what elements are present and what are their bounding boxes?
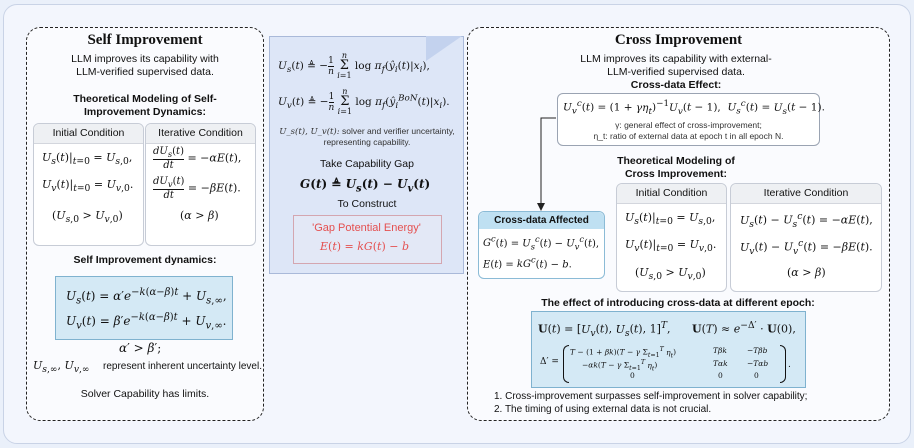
cross-initial-header: Initial Condition (617, 184, 726, 204)
inherent-uncertainty-text: represent inherent uncertainty level. (103, 361, 262, 372)
self-dynamics-title: Self Improvement dynamics: (73, 254, 217, 266)
matrix-m13: −Tβb (747, 346, 768, 355)
self-iter-cond: (α > β) (180, 209, 219, 222)
self-init-eq1: Us(t)|t=0 = Us,0, (42, 151, 133, 168)
cross-data-affected-box: Cross-data Affected Gc(t) = Usc(t) − Uvc… (478, 211, 605, 279)
self-initial-header: Initial Condition (34, 124, 143, 144)
matrix-m12: Tβk (713, 346, 727, 355)
cross-iter-cond: (α > β) (787, 266, 826, 279)
cross-modeling-title: Theoretical Modeling of Cross Improvemen… (617, 155, 735, 180)
delta-right-paren (780, 345, 786, 383)
uncertainty-note: U_s(t), U_v(t): solver and verifier unce… (278, 126, 456, 147)
gap-potential-energy-eq: E(t) = kG(t) − b (320, 240, 409, 253)
matrix-m31: 0 (630, 371, 635, 380)
uncertainty-note-text: solver and verifier uncertainty, represe… (323, 126, 455, 147)
matrix-m33: 0 (754, 371, 759, 380)
self-iterative-header: Iterative Condition (146, 124, 255, 144)
self-iterative-condition-box: Iterative Condition dUs(t)dt = −αE(t), d… (145, 123, 256, 246)
solver-limit-text: Solver Capability has limits. (80, 388, 210, 400)
self-init-eq2: Uv(t)|t=0 = Uv,0. (42, 178, 134, 195)
self-iter-eq2: dUv(t)dt = −βE(t). (153, 176, 241, 201)
delta-left-paren (563, 345, 569, 383)
cross-iter-eq2: Uv(t) − Uvc(t) = −βE(t). (740, 238, 873, 257)
self-improvement-panel: Self Improvement LLM improves its capabi… (26, 27, 264, 421)
self-init-cond: (Us,0 > Uv,0) (52, 209, 123, 226)
matrix-m32: 0 (718, 371, 723, 380)
eta-description: η_t: ratio of external data at epoch t i… (593, 131, 784, 141)
self-iter-eq1: dUs(t)dt = −αE(t), (153, 146, 242, 171)
conclusion-1: 1. Cross-improvement surpasses self-impr… (494, 391, 808, 402)
page-fold-corner (426, 36, 462, 61)
take-capability-gap: Take Capability Gap (320, 158, 414, 170)
uncertainty-note-symbols: U_s(t), U_v(t): (279, 127, 340, 137)
matrix-row2: −αk(T − γ Σt=1T ηt) (582, 359, 658, 372)
gap-potential-energy-box (293, 215, 442, 264)
epoch-effect-title: The effect of introducing cross-data at … (541, 297, 815, 309)
cross-iterative-condition-box: Iterative Condition Us(t) − Usc(t) = −αE… (730, 183, 882, 292)
self-dyn-eq2: Uv(t) = β′e−k(α−β)t + Uv,∞. (66, 312, 227, 332)
alpha-beta-prime: α′ > β′; (119, 341, 162, 355)
self-modeling-title: Theoretical Modeling of Self-Improvement… (73, 93, 217, 118)
matrix-row1: T − (1 + βk)(T − γ Σt=1T ηt) (570, 346, 677, 359)
affected-eq2: E(t) = kGc(t) − b. (483, 255, 572, 271)
cross-iter-eq1: Us(t) − Usc(t) = −αE(t), (740, 211, 873, 230)
gamma-description: γ: general effect of cross-improvement; (615, 120, 762, 130)
cross-initial-condition-box: Initial Condition Us(t)|t=0 = Us,0, Uv(t… (616, 183, 727, 292)
gap-potential-energy-label: 'Gap Potential Energy' (312, 222, 421, 234)
self-dynamics-box: Us(t) = α′e−k(α−β)t + Us,∞, Uv(t) = β′e−… (55, 276, 233, 340)
epoch-effect-box: U(t) = [Uv(t), Us(t), 1]T, U(T) ≈ e−Δ′ ·… (531, 311, 806, 388)
conclusion-2: 2. The timing of using external data is … (494, 404, 712, 415)
approx-eq: U(T) ≈ e−Δ′ · U(0), (692, 320, 796, 336)
self-improvement-title: Self Improvement (87, 32, 203, 48)
matrix-m23: −Tαb (747, 359, 769, 368)
self-initial-condition-box: Initial Condition Us(t)|t=0 = Us,0, Uv(t… (33, 123, 144, 246)
affected-eq1: Gc(t) = Usc(t) − Uvc(t), (483, 234, 600, 252)
gap-equation: G(t) ≜ Us(t) − Uv(t) (300, 177, 431, 195)
cross-iterative-header: Iterative Condition (731, 184, 881, 204)
self-improvement-intro: LLM improves its capability with LLM-ver… (71, 53, 219, 78)
to-construct: To Construct (337, 198, 397, 210)
inherent-uncertainty-symbols: Us,∞, Uv,∞ (33, 359, 90, 376)
self-dyn-eq1: Us(t) = α′e−k(α−β)t + Us,∞, (66, 287, 227, 307)
cross-improvement-intro: LLM improves its capability with externa… (580, 53, 772, 78)
cross-effect-box: Uvc(t) = (1 + γηt)−1Uv(t − 1), Usc(t) = … (557, 93, 825, 146)
cross-init-eq2: Uv(t)|t=0 = Uv,0. (625, 238, 717, 255)
cross-improvement-title: Cross Improvement (614, 32, 743, 48)
cross-init-cond: (Us,0 > Uv,0) (635, 266, 706, 283)
matrix-period: . (788, 360, 791, 370)
matrix-m22: Tαk (713, 359, 728, 368)
cross-init-eq1: Us(t)|t=0 = Us,0, (625, 211, 716, 228)
cross-data-affected-header: Cross-data Affected (479, 212, 604, 229)
vector-eq: U(t) = [Uv(t), Us(t), 1]T, (538, 320, 671, 339)
delta-label: Δ′ = (540, 357, 559, 367)
cross-effect-title: Cross-data Effect: (630, 79, 722, 91)
cross-effect-eq: Uvc(t) = (1 + γηt)−1Uv(t − 1), Usc(t) = … (563, 99, 825, 117)
